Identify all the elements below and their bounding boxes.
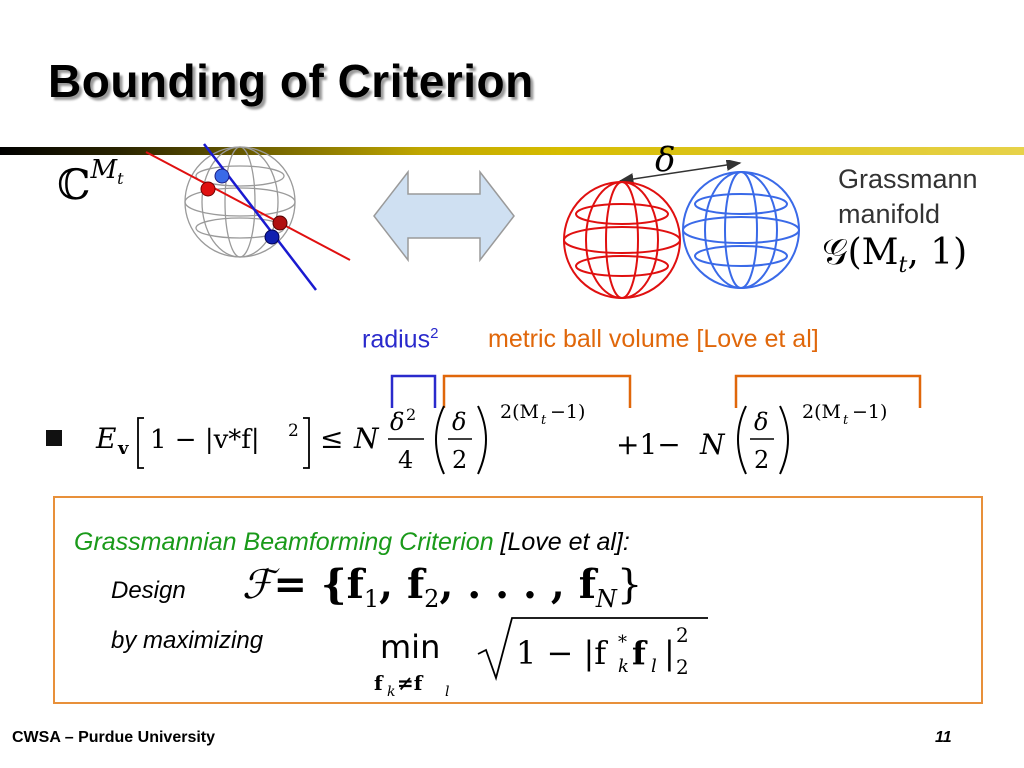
svg-text:N: N: [353, 422, 380, 455]
min-distance-expression: min f k ≠f l 1 − |f k * f l | 2 2: [374, 617, 708, 700]
svg-text:t: t: [843, 413, 849, 428]
blue-point: [214, 168, 230, 184]
criterion-title: Grassmannian Beamforming Criterion [Love…: [74, 528, 630, 556]
metric-ball-label: metric ball volume [Love et al]: [488, 325, 819, 353]
svg-text:l: l: [445, 684, 449, 700]
title-underline: [0, 147, 1024, 155]
red-point: [200, 181, 216, 197]
svg-text:E: E: [95, 422, 116, 455]
svg-text:f: f: [632, 634, 648, 672]
equivalence-arrow: [373, 169, 515, 263]
slide-title: Bounding of Criterion: [48, 55, 534, 107]
grassmann-spheres-diagram: [563, 160, 800, 299]
svg-text:2: 2: [288, 421, 299, 441]
complex-space-label: ℂMt: [57, 155, 124, 209]
bullet-square: [46, 430, 62, 446]
svg-text:1 − |f: 1 − |f: [516, 634, 608, 672]
svg-text:l: l: [651, 656, 657, 677]
svg-text:f: f: [374, 671, 384, 695]
page-number: 11: [935, 729, 952, 746]
blue-point: [264, 229, 280, 245]
complex-sphere-diagram: [145, 143, 351, 291]
svg-text:δ: δ: [452, 408, 466, 436]
svg-text:2(M: 2(M: [500, 401, 539, 423]
red-sphere: [563, 181, 681, 299]
radius-label: radius2: [362, 325, 439, 354]
svg-text:−1): −1): [550, 401, 585, 423]
codebook-set: ℱ= {f1, f2, . . . , fN}: [242, 561, 643, 613]
svg-text:≠f: ≠f: [397, 671, 424, 695]
svg-text:min: min: [380, 628, 440, 666]
design-label: Design: [111, 577, 186, 604]
svg-text:2: 2: [406, 405, 416, 424]
svg-text:−1): −1): [852, 401, 887, 423]
blue-sphere: [682, 171, 800, 289]
bound-formula: E v 1 − |v*f| 2 ≤ N δ 2 4 δ 2 2(M t −1) …: [95, 401, 887, 475]
svg-text:N: N: [699, 428, 726, 461]
grassmann-label: Grassmann manifold: [838, 164, 978, 229]
svg-text:k: k: [387, 684, 395, 700]
footer-text: CWSA – Purdue University: [12, 729, 216, 746]
svg-text:δ: δ: [390, 408, 404, 436]
svg-text:t: t: [541, 413, 547, 428]
metric-bracket: [442, 374, 632, 408]
grassmann-notation: 𝒢(Mt, 1): [822, 232, 968, 279]
criterion-box: [53, 496, 983, 704]
svg-text:*: *: [618, 632, 627, 653]
svg-text:v: v: [117, 438, 129, 459]
svg-text:≤: ≤: [320, 422, 343, 455]
svg-text:2(M: 2(M: [802, 401, 841, 423]
red-point: [272, 215, 288, 231]
svg-text:4: 4: [398, 446, 413, 474]
svg-text:δ: δ: [754, 408, 768, 436]
svg-text:k: k: [618, 656, 629, 677]
by-maximizing-label: by maximizing: [111, 627, 264, 654]
radius-bracket: [390, 374, 437, 408]
svg-text:1 − |v*f|: 1 − |v*f|: [150, 425, 260, 455]
svg-text:2: 2: [452, 446, 467, 474]
svg-text:2: 2: [676, 655, 689, 679]
svg-text:2: 2: [676, 623, 689, 647]
svg-text:2: 2: [754, 446, 769, 474]
metric-bracket: [734, 374, 922, 408]
svg-text:+1−: +1−: [616, 428, 681, 461]
formula-brackets: [390, 374, 922, 408]
svg-text:|: |: [664, 634, 675, 672]
